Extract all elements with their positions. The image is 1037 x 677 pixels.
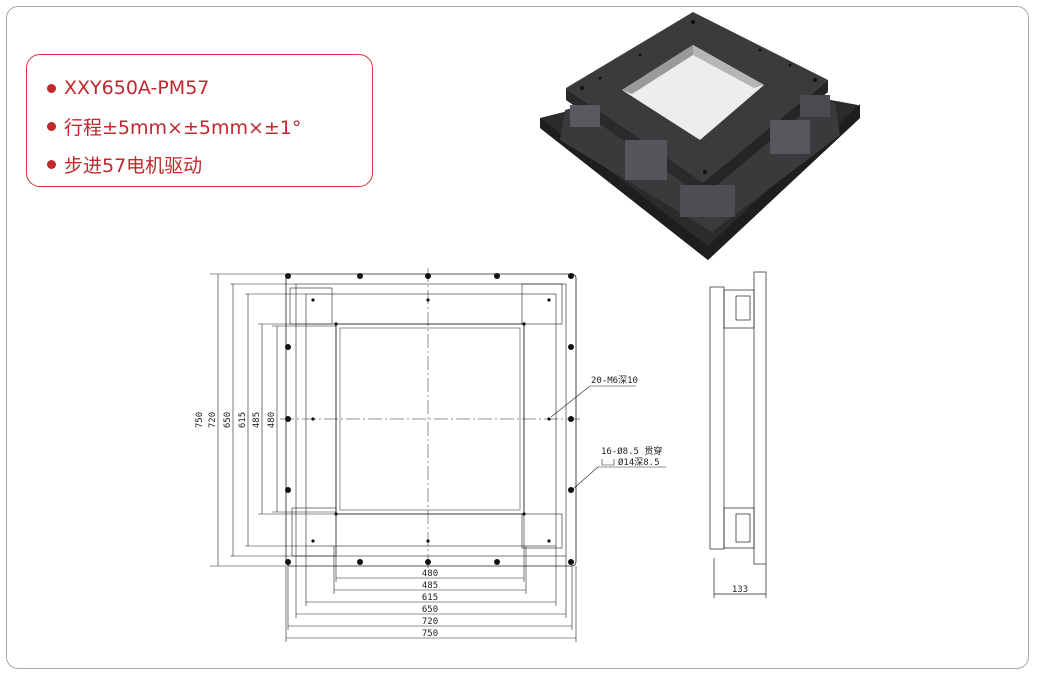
spec-travel-text: 行程±5mm×±5mm×±1° — [64, 116, 302, 139]
bullet-icon — [47, 121, 56, 131]
spec-box: XXY650A-PM57 行程±5mm×±5mm×±1° 步进57电机驱动 — [26, 54, 373, 187]
dim-v-750: 750 — [195, 412, 205, 428]
card-frame — [6, 6, 1029, 669]
spec-drive-text: 步进57电机驱动 — [64, 154, 203, 177]
dim-h-615: 615 — [422, 593, 438, 603]
spec-item-drive: 步进57电机驱动 — [47, 145, 372, 183]
note-hole-2: Ø14深8.5 — [618, 457, 660, 468]
side-view — [709, 271, 767, 598]
plate-outline — [285, 273, 577, 567]
spec-item-travel: 行程±5mm×±5mm×±1° — [47, 107, 372, 145]
dim-h-485: 485 — [422, 581, 438, 591]
dim-v-720: 720 — [208, 412, 218, 428]
dim-v-485: 485 — [252, 412, 262, 428]
bullet-icon — [47, 159, 56, 169]
note-hole-1: 16-Ø8.5 贯穿 — [601, 445, 662, 457]
dim-h-480: 480 — [422, 569, 438, 579]
spec-model-text: XXY650A-PM57 — [64, 77, 210, 99]
note-thread: 20-M6深10 — [591, 375, 638, 386]
spec-item-model: XXY650A-PM57 — [47, 69, 372, 107]
dim-side-height: 133 — [732, 585, 748, 595]
dim-h-720: 720 — [422, 617, 438, 627]
dim-h-750: 750 — [422, 629, 438, 639]
dim-v-615: 615 — [238, 412, 248, 428]
dim-v-480: 480 — [267, 412, 277, 428]
dim-h-650: 650 — [422, 605, 438, 615]
dim-v-650: 650 — [223, 412, 233, 428]
bullet-icon — [47, 83, 56, 93]
